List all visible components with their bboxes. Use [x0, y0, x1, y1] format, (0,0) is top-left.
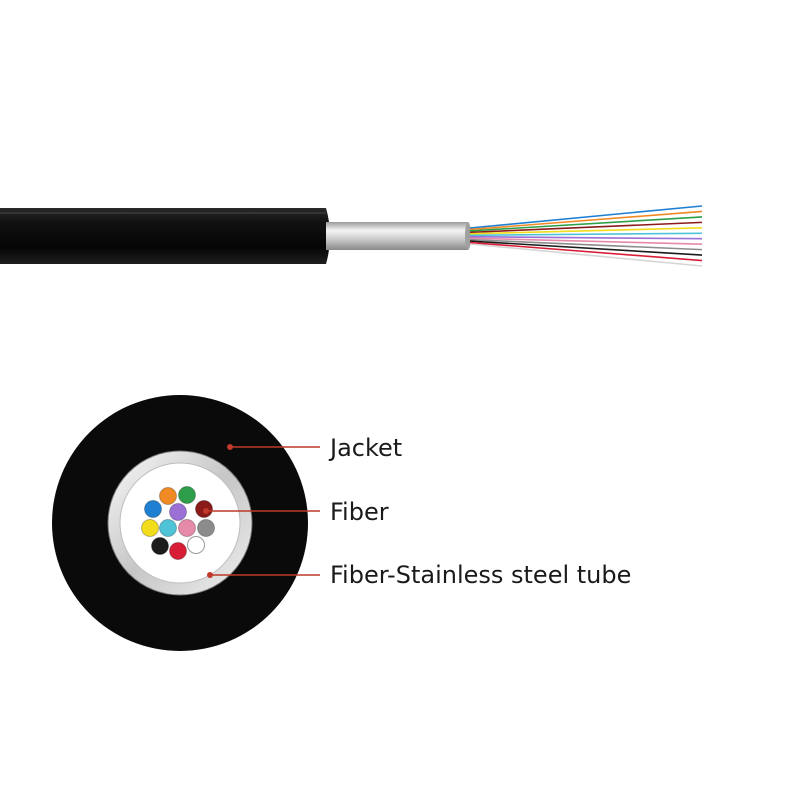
side-fiber-yellow	[469, 227, 703, 235]
cable-side-view	[0, 205, 703, 267]
jacket-label: Jacket	[330, 434, 403, 462]
section-tube-interior	[119, 462, 241, 584]
section-fiber-yellow	[141, 519, 159, 537]
side-fiber-white	[469, 243, 703, 267]
section-fiber-orange	[159, 487, 177, 505]
side-fiber-brown	[469, 221, 703, 234]
section-fiber-black	[151, 537, 169, 555]
section-fiber-aqua	[159, 519, 177, 537]
side-fiber-strands	[469, 205, 703, 267]
side-fiber-red	[469, 241, 703, 262]
side-fiber-rose	[469, 237, 703, 245]
section-fiber-blue	[144, 500, 162, 518]
side-fiber-slate	[469, 238, 703, 251]
side-jacket	[0, 208, 330, 264]
side-fiber-aqua	[469, 232, 703, 237]
section-fiber-violet	[169, 503, 187, 521]
steel-tube-label: Fiber-Stainless steel tube	[330, 561, 632, 589]
section-fibers	[141, 486, 215, 560]
side-steel-tube	[326, 222, 471, 250]
side-fiber-black	[469, 240, 703, 256]
fiber-label: Fiber	[330, 498, 389, 526]
section-steel-tube-outline	[107, 450, 253, 596]
jacket-callout-dot	[227, 444, 233, 450]
tube-callout-dot	[207, 572, 213, 578]
side-fiber-green	[469, 216, 703, 232]
side-fiber-blue	[469, 205, 703, 229]
side-fiber-orange	[469, 210, 703, 231]
section-fiber-slate	[197, 519, 215, 537]
fiber-callout-dot	[203, 508, 209, 514]
section-fiber-red	[169, 542, 187, 560]
section-fiber-white	[187, 536, 205, 554]
section-fiber-rose	[178, 519, 196, 537]
callouts	[203, 444, 320, 578]
cable-cross-section	[52, 395, 308, 651]
side-fiber-violet	[469, 235, 703, 240]
section-fiber-green	[178, 486, 196, 504]
